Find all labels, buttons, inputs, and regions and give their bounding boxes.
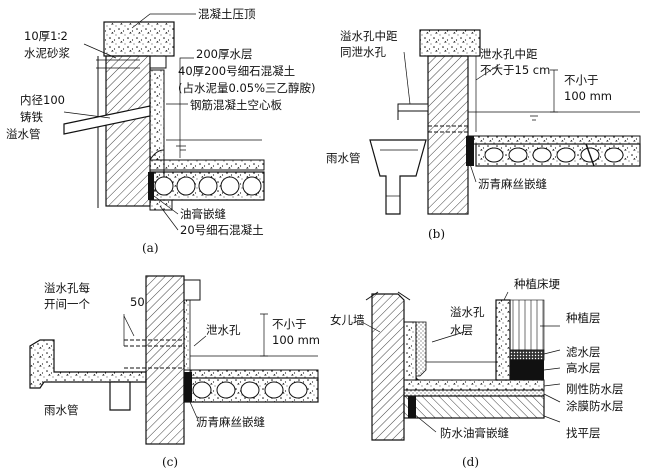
brick-wall <box>145 275 185 445</box>
label-planting-layer: 种植层 <box>566 311 601 325</box>
panel-d: 女儿墙 种植床埂 溢水孔 水层 种植层 滤水层 高水层 刚性防水层 涂膜防水层 … <box>330 277 624 469</box>
label-leveling-layer: 找平层 <box>566 426 601 440</box>
label-mortar-line1: 10厚1∶2 <box>24 29 68 43</box>
label-fine-concrete-1: 40厚200号细石混凝土 <box>178 64 295 78</box>
membrane-layer <box>403 389 545 397</box>
label-rain-pipe: 雨水管 <box>326 151 361 165</box>
label-overflow-line1: 溢水孔每 <box>44 281 90 295</box>
label-dim-50: 50 <box>130 295 145 309</box>
label-grease-joint: 防水油膏嵌缝 <box>440 426 509 440</box>
label-asphalt-joint: 沥青麻丝嵌缝 <box>478 177 547 191</box>
brick-wall <box>105 55 151 207</box>
label-high-water-layer: 高水层 <box>566 361 601 375</box>
label-water-layer: 200厚水层 <box>196 47 252 61</box>
label-pipe-line2: 铸铁 <box>20 110 43 124</box>
label-filter-layer: 滤水层 <box>566 345 601 359</box>
label-overflow-hole: 溢水孔 <box>450 305 485 319</box>
label-parapet: 女儿墙 <box>330 313 365 327</box>
label-drain-line1: 泄水孔中距 <box>480 47 538 61</box>
rigid-waterproof-layer <box>403 379 545 391</box>
label-concrete-coping: 混凝土压顶 <box>198 7 256 21</box>
label-min-line1: 不小于 <box>272 317 307 331</box>
label-overflow-line1: 溢水孔中距 <box>340 29 398 43</box>
caption-a: (a) <box>142 241 159 255</box>
panel-a: 混凝土压顶 10厚1∶2 水泥砂浆 200厚水层 40厚200号细石混凝土 (占… <box>6 7 316 255</box>
label-pipe-line3: 溢水管 <box>6 127 41 141</box>
planting-curb <box>495 299 511 381</box>
label-drain-hole: 泄水孔 <box>206 323 241 337</box>
label-overflow-line2: 开间一个 <box>44 297 90 311</box>
label-water-layer-word: 水层 <box>450 323 473 337</box>
parapet-wall <box>371 293 405 441</box>
panel-c: 溢水孔每 开间一个 50 不小于 100 mm 泄水孔 雨水管 沥青麻丝嵌缝 (… <box>29 275 320 469</box>
label-min-line2: 100 mm <box>272 333 320 347</box>
rain-pipe <box>369 139 427 215</box>
label-rain-pipe: 雨水管 <box>44 403 79 417</box>
panel-b: 溢水孔中距 同泄水孔 泄水孔中距 不大于15 cm 不小于 100 mm 雨水管… <box>326 29 641 241</box>
label-planting-curb: 种植床埂 <box>514 277 560 291</box>
label-membrane-layer: 涂膜防水层 <box>566 399 624 413</box>
label-min-line1: 不小于 <box>564 73 599 87</box>
caption-d: (d) <box>462 455 479 469</box>
label-fine-concrete-2: (占水泥量0.05%三乙醇胺) <box>178 81 316 95</box>
caption-c: (c) <box>162 455 178 469</box>
rain-pipe <box>109 381 131 411</box>
caption-b: (b) <box>428 227 445 241</box>
label-pipe-line1: 内径100 <box>20 93 65 107</box>
label-min-line2: 100 mm <box>564 89 612 103</box>
label-asphalt-joint: 沥青麻丝嵌缝 <box>196 415 265 429</box>
eave-gutter <box>29 339 147 389</box>
concrete-coping <box>103 21 175 57</box>
filter-layer <box>509 349 545 361</box>
cast-iron-overflow-pipe <box>63 105 151 135</box>
label-grease-joint: 油膏嵌缝 <box>180 207 226 221</box>
high-water-layer <box>510 360 544 380</box>
label-hollow-slab: 钢筋混凝土空心板 <box>190 98 282 112</box>
label-rigid-layer: 刚性防水层 <box>566 382 624 396</box>
brick-wall <box>427 55 469 215</box>
label-mortar-line2: 水泥砂浆 <box>24 46 70 60</box>
label-fine-concrete-20: 20号细石混凝土 <box>180 223 264 237</box>
label-overflow-line2: 同泄水孔 <box>340 45 386 59</box>
fine-concrete-topping <box>149 159 265 171</box>
grease-joint <box>408 396 416 418</box>
label-drain-line2: 不大于15 cm <box>480 63 550 77</box>
